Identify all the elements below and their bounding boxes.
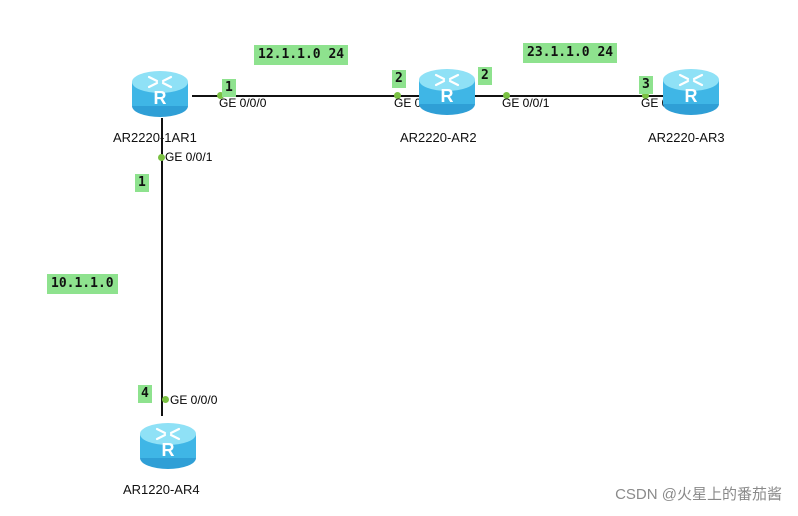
port-label-ar1-ge000: GE 0/0/0 (219, 96, 267, 110)
note-host-ar1-down[interactable]: 1 (135, 174, 149, 192)
link-ar1-ar4[interactable] (161, 118, 163, 416)
link-ar1-ar2[interactable] (192, 95, 420, 97)
svg-text:R: R (162, 440, 175, 460)
note-host-ar1-top[interactable]: 1 (222, 79, 236, 97)
note-host-ar2-left[interactable]: 2 (392, 70, 406, 88)
router-icon[interactable]: R (139, 420, 197, 470)
port-label-ar4-ge000: GE 0/0/0 (170, 393, 218, 407)
router-name-ar3: AR2220-AR3 (648, 130, 725, 145)
router-name-ar4: AR1220-AR4 (123, 482, 200, 497)
note-network-12[interactable]: 12.1.1.0 24 (254, 45, 349, 65)
note-network-10[interactable]: 10.1.1.0 (47, 274, 118, 294)
svg-text:R: R (154, 88, 167, 108)
csdn-watermark: CSDN @火星上的番茄酱 (615, 486, 782, 503)
port-label-ar1-ge001: GE 0/0/1 (165, 150, 213, 164)
port-dot-ar3-ge000 (642, 92, 649, 99)
port-dot-ar4-ge000 (162, 396, 169, 403)
port-dot-ar1-ge001 (158, 154, 165, 161)
router-icon[interactable]: R (131, 68, 189, 118)
note-host-ar3[interactable]: 3 (639, 76, 653, 94)
note-network-23[interactable]: 23.1.1.0 24 (523, 43, 618, 63)
port-label-ar2-ge001: GE 0/0/1 (502, 96, 550, 110)
note-host-ar2-right[interactable]: 2 (478, 67, 492, 85)
router-name-ar2: AR2220-AR2 (400, 130, 477, 145)
router-icon[interactable]: R (418, 66, 476, 116)
note-host-ar4[interactable]: 4 (138, 385, 152, 403)
router-icon[interactable]: R (662, 66, 720, 116)
port-dot-ar2-ge001 (503, 92, 510, 99)
router-name-ar1: AR2220-1AR1 (113, 130, 197, 145)
svg-text:R: R (685, 86, 698, 106)
port-dot-ar2-ge000 (394, 92, 401, 99)
svg-text:R: R (441, 86, 454, 106)
port-dot-ar1-ge000 (217, 92, 224, 99)
link-ar2-ar3[interactable] (472, 95, 666, 97)
